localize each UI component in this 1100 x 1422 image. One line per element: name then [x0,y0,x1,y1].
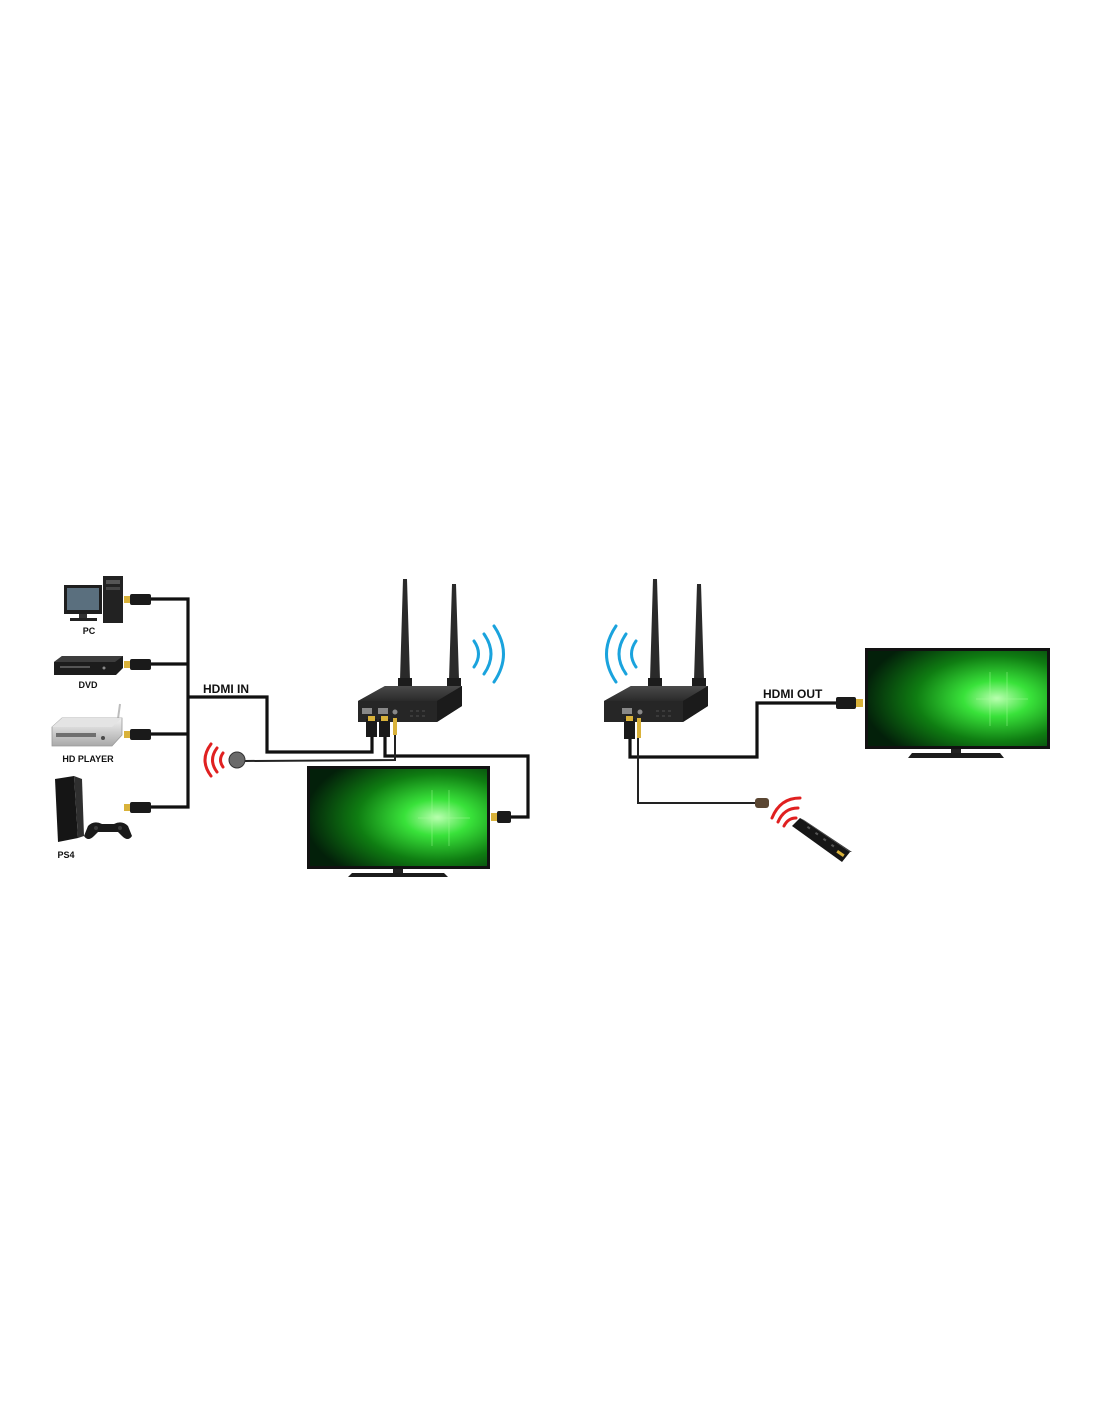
device-label-dvd: DVD [78,680,98,690]
wifi-signal-icon [605,624,638,684]
device-pc: PC [64,576,151,636]
cable-pc [150,597,190,809]
antenna-icon [400,579,410,680]
device-ps4: PS4 [55,776,151,860]
desktop-pc-icon [64,576,123,623]
dvd-player-icon [54,656,123,675]
wireless-receiver-icon [604,579,708,739]
remote-control-icon [792,818,852,862]
hdmi-plug [491,811,511,823]
hdmi-plug [124,594,151,605]
cable-rx-to-tv [628,701,843,759]
tv-icon-local [307,766,511,877]
media-player-icon [51,703,123,747]
ir-signal-icon [770,796,802,828]
hdmi-plug [836,697,863,709]
wifi-signal-icon [472,624,505,684]
device-hd-player: HD PLAYER [51,703,151,764]
antenna-icon [449,584,459,680]
device-dvd: DVD [54,656,151,690]
ir-signal-icon [203,742,225,778]
hdmi-plug [124,659,151,670]
tv-screen [310,769,487,866]
wireless-transmitter-icon [358,579,462,737]
tv-icon-remote [836,648,1050,758]
hdmi-in-label: HDMI IN [203,682,249,696]
cables [150,597,843,819]
ir-sensor-icon [228,751,246,769]
antenna-icon [650,579,660,680]
game-console-icon [55,776,132,842]
cable-ir-sensor-tx [244,735,396,762]
device-label-pc: PC [83,626,96,636]
ir-sensor-icon [755,798,769,808]
hdmi-plug [124,729,151,740]
antenna-icon [694,584,704,680]
device-label-ps4: PS4 [57,850,74,860]
hdmi-out-label: HDMI OUT [763,687,823,701]
hdmi-plug [124,802,151,813]
device-label-hd-player: HD PLAYER [62,754,114,764]
cable-bus-hdmi-in [188,695,374,754]
tv-screen [868,651,1047,746]
cable-ir-sensor-rx [637,738,757,804]
cable-tx-to-local-tv [383,735,530,819]
